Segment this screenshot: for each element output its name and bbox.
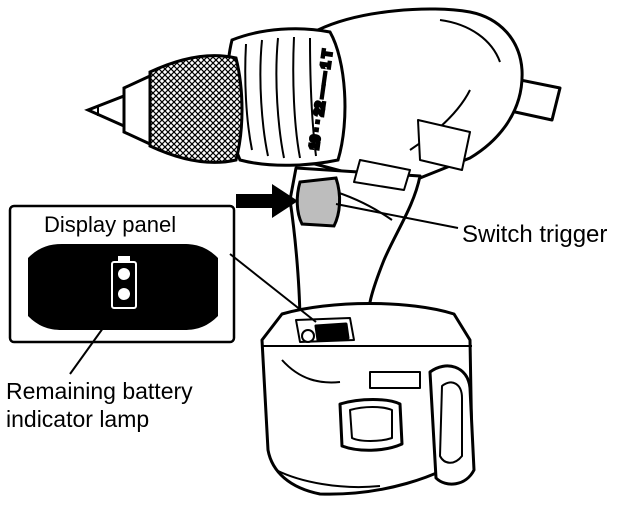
battery-pack (260, 302, 476, 496)
direction-arrow (236, 184, 298, 218)
display-panel-label: Display panel (44, 212, 177, 237)
trigger-leader-line (335, 203, 459, 229)
chuck (84, 54, 244, 164)
battery-indicator-label-line1: Remaining battery (6, 378, 193, 404)
leader-lines (69, 203, 459, 375)
clutch-ring: 19 · · 22 —— 1 T (225, 27, 347, 167)
display-panel-callout (8, 204, 236, 344)
battery-indicator-label: Remaining battery indicator lamp (6, 377, 193, 433)
switch-trigger (295, 176, 342, 228)
switch-trigger-label: Switch trigger (462, 221, 608, 248)
drill-body (298, 7, 524, 180)
display-leader-line (229, 253, 317, 323)
battery-indicator-label-line2: indicator lamp (6, 406, 150, 432)
battery-lamp-leader-line (69, 309, 117, 375)
